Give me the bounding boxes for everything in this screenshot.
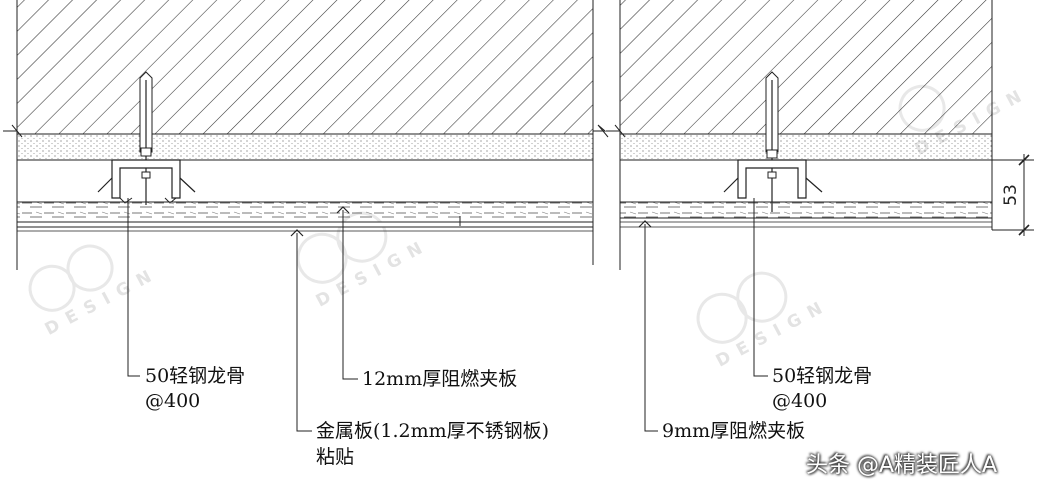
right-screed-layer	[619, 133, 993, 161]
right-label-keel: 50轻钢龙骨	[772, 365, 873, 387]
left-label-keel-spacing: @400	[145, 390, 201, 412]
left-break-mark-right	[593, 124, 609, 138]
watermark-text-2: DESIGN	[313, 234, 434, 311]
left-concrete-slab	[17, 0, 593, 134]
left-leader-board	[342, 210, 358, 380]
left-metal-panel	[16, 221, 594, 228]
watermark-text-1: DESIGN	[42, 263, 163, 340]
left-anchor-bolt	[139, 71, 153, 205]
right-label-board: 9mm厚阻燃夹板	[662, 420, 806, 442]
left-detail	[3, 0, 609, 432]
left-label-metal-line2: 粘贴	[316, 446, 355, 468]
right-label-keel-spacing: @400	[772, 390, 828, 412]
left-label-metal-line1: 金属板(1.2mm厚不锈钢板)	[316, 420, 550, 442]
right-detail: 53	[606, 0, 1034, 432]
right-anchor-bolt	[765, 71, 779, 212]
left-leader-metal	[296, 233, 312, 432]
watermark-text-3: DESIGN	[713, 294, 834, 371]
dimension-value: 53	[1001, 184, 1021, 206]
credit-watermark: 头条 @A精装匠人A	[806, 453, 998, 478]
left-screed-layer	[16, 133, 594, 161]
right-leader-board	[644, 224, 658, 432]
left-label-keel: 50轻钢龙骨	[145, 365, 246, 387]
right-leader-keel	[753, 198, 768, 377]
right-plywood-board	[619, 201, 993, 219]
left-steel-keel	[111, 159, 181, 199]
dimension-53: 53	[992, 154, 1034, 236]
left-leader-keel	[127, 198, 140, 377]
left-label-board: 12mm厚阻燃夹板	[362, 368, 518, 390]
left-plywood-board	[16, 201, 594, 223]
right-concrete-slab	[620, 0, 992, 134]
right-steel-keel	[737, 159, 807, 199]
